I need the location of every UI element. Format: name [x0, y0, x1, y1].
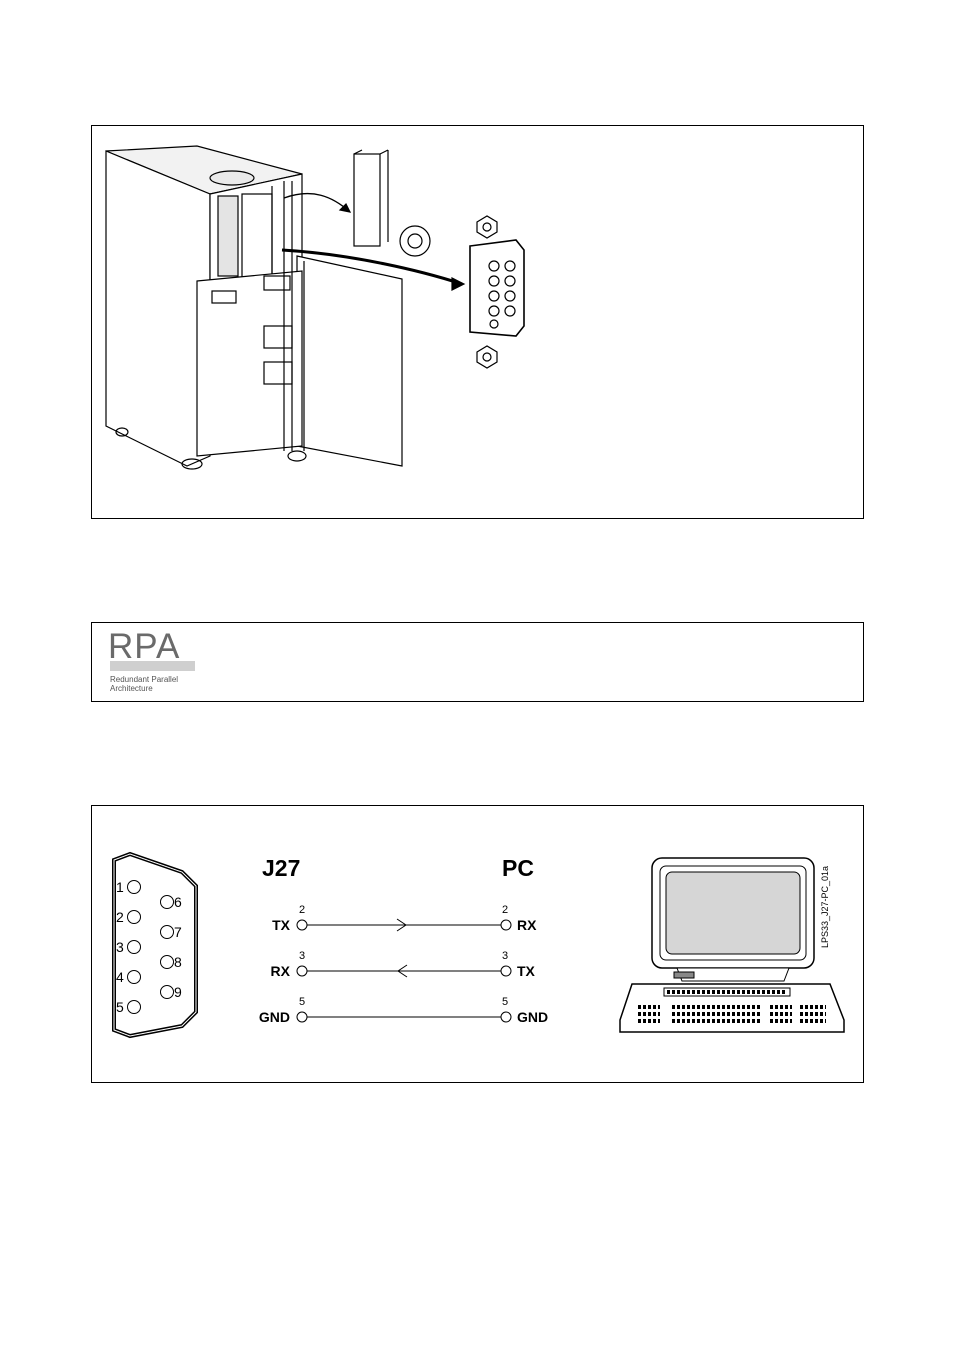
rpa-logo-bar [110, 661, 195, 671]
row3-right-pin: 5 [502, 996, 508, 1008]
figure-code: LPS33_J27-PC_01a [820, 866, 830, 948]
db9-connector-icon [114, 854, 196, 1036]
row2-right-label: TX [517, 963, 536, 979]
computer-icon [620, 858, 844, 1032]
cabinet-figure [91, 125, 864, 519]
row3-right-label: GND [517, 1009, 548, 1025]
rpa-logo-box: RPA Redundant Parallel Architecture [91, 622, 864, 702]
pin-label-1: 1 [116, 879, 124, 895]
wire-row-tx: TX 2 2 RX [272, 904, 537, 933]
rpa-logo-subtitle-line1: Redundant Parallel [110, 675, 178, 684]
row1-left-pin: 2 [299, 904, 305, 916]
row1-right-label: RX [517, 917, 537, 933]
row1-left-label: TX [272, 917, 291, 933]
row2-left-label: RX [271, 963, 291, 979]
row3-left-label: GND [259, 1009, 290, 1025]
pin-label-8: 8 [174, 954, 182, 970]
pin-label-9: 9 [174, 984, 182, 1000]
wire-row-rx: RX 3 3 TX [271, 950, 536, 979]
row1-right-pin: 2 [502, 904, 508, 916]
j27-header: J27 [262, 855, 300, 881]
row2-right-pin: 3 [502, 950, 508, 962]
row3-left-pin: 5 [299, 996, 305, 1008]
ups-cabinet-illustration [92, 126, 863, 518]
pin-label-6: 6 [174, 894, 182, 910]
wire-row-gnd: GND 5 5 GND [259, 996, 548, 1025]
pin-label-7: 7 [174, 924, 182, 940]
pin-label-3: 3 [116, 939, 124, 955]
serial-wiring-diagram: 1 2 3 4 5 6 7 8 9 J27 PC TX 2 2 RX RX 3 [92, 806, 863, 1082]
pin-label-2: 2 [116, 909, 124, 925]
pin-label-4: 4 [116, 969, 124, 985]
row2-left-pin: 3 [299, 950, 305, 962]
rpa-logo-subtitle-line2: Architecture [110, 684, 178, 693]
pin-label-5: 5 [116, 999, 124, 1015]
serial-wiring-figure: 1 2 3 4 5 6 7 8 9 J27 PC TX 2 2 RX RX 3 [91, 805, 864, 1083]
pc-header: PC [502, 855, 534, 881]
rpa-logo-subtitle: Redundant Parallel Architecture [110, 675, 178, 693]
